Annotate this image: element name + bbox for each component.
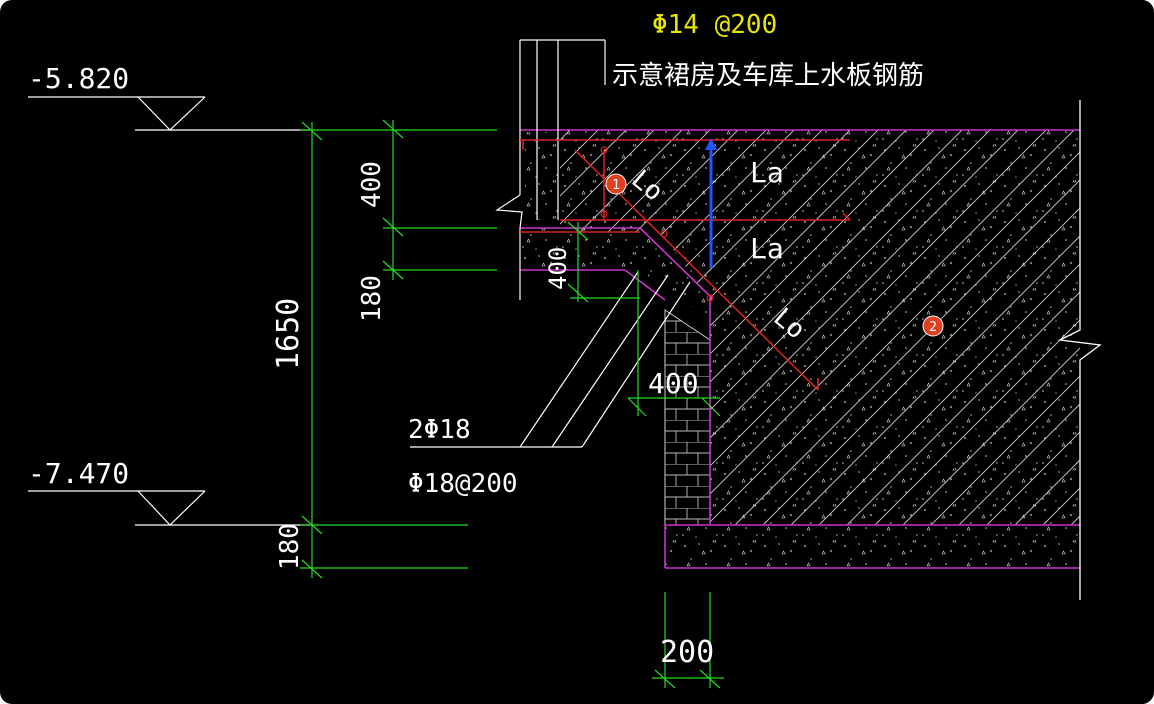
dim-180-lower: 180 xyxy=(275,523,305,570)
label-phi18-200: Φ18@200 xyxy=(408,469,518,499)
dim-400-upper: 400 xyxy=(357,161,387,208)
label-la-upper: La xyxy=(750,156,784,189)
title-rebar: Φ14 @200 xyxy=(652,10,777,40)
title-description: 示意裙房及车库上水板钢筋 xyxy=(612,61,924,91)
dim-1650: 1650 xyxy=(271,298,306,370)
brick-wall xyxy=(664,309,711,526)
marker-1-label: 1 xyxy=(612,178,620,193)
label-2phi18: 2Φ18 xyxy=(408,415,471,445)
marker-2-label: 2 xyxy=(929,320,937,335)
label-la-lower: La xyxy=(750,232,784,265)
blue-arrow xyxy=(705,138,717,268)
rebar-dots xyxy=(600,146,714,302)
left-frame-lines xyxy=(495,39,606,300)
elevation-top-label: -5.820 xyxy=(28,62,129,95)
concrete-mass xyxy=(520,130,1080,525)
dimension-lines xyxy=(300,119,724,689)
dim-400-horizontal: 400 xyxy=(648,367,699,400)
elevation-mark-top xyxy=(28,96,310,131)
leader-lines xyxy=(410,271,691,448)
elevation-bottom-label: -7.470 xyxy=(28,457,129,490)
marker-1[interactable]: 1 xyxy=(605,173,627,195)
slab-outline xyxy=(520,129,1080,569)
marker-2[interactable]: 2 xyxy=(922,315,944,337)
bottom-slab xyxy=(665,525,1080,568)
dim-400-inner: 400 xyxy=(544,247,572,290)
dim-200: 200 xyxy=(660,635,714,670)
elevation-mark-bottom xyxy=(28,490,310,526)
dim-180-upper: 180 xyxy=(357,275,387,322)
right-break-line xyxy=(1057,100,1102,600)
